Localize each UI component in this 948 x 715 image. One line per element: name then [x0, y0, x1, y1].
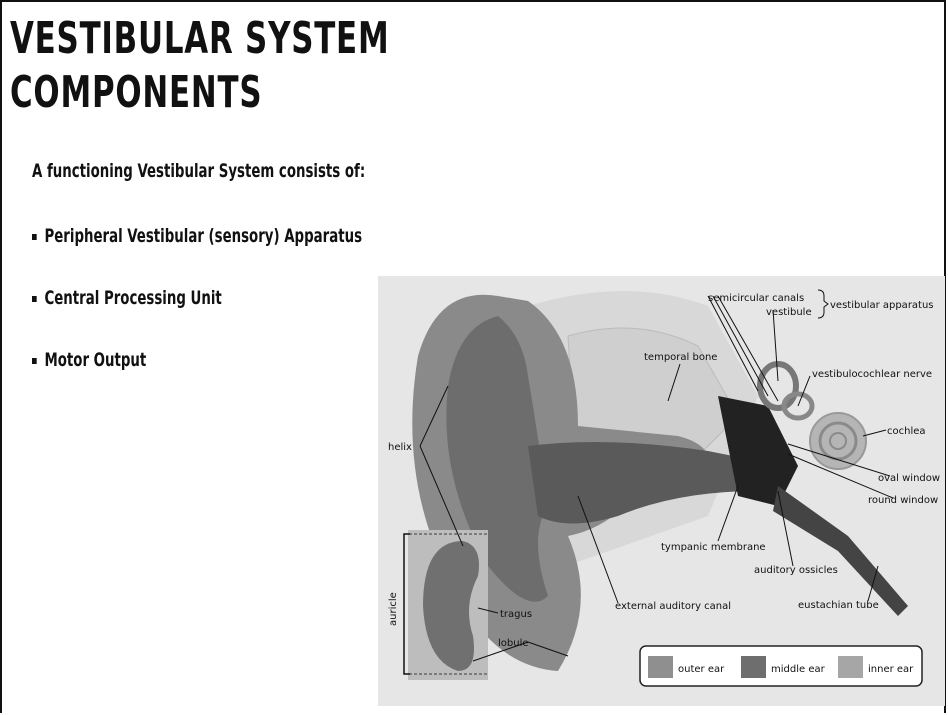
bullet-item: Central Processing Unit	[32, 287, 362, 349]
slide-title: VESTIBULAR SYSTEM COMPONENTS	[10, 12, 478, 120]
label-external-auditory-canal: external auditory canal	[615, 601, 731, 612]
legend-swatch-middle-ear	[741, 656, 766, 678]
label-vestibulocochlear-nerve: vestibulocochlear nerve	[812, 369, 932, 380]
bullet-item: Motor Output	[32, 349, 362, 411]
label-lobule: lobule	[498, 638, 529, 649]
label-cochlea: cochlea	[887, 426, 926, 437]
label-helix: helix	[388, 442, 412, 453]
label-temporal-bone: temporal bone	[644, 352, 717, 363]
label-auricle: auricle	[388, 592, 399, 626]
label-eustachian-tube: eustachian tube	[798, 600, 879, 611]
legend-label-inner-ear: inner ear	[868, 664, 914, 675]
legend-swatch-outer-ear	[648, 656, 673, 678]
bullet-icon	[32, 296, 37, 302]
legend-swatch-inner-ear	[838, 656, 863, 678]
label-tragus: tragus	[500, 609, 532, 620]
ear-anatomy-figure: semicircular canals vestibule vestibular…	[378, 276, 945, 706]
figure-legend: outer ear middle ear inner ear	[640, 646, 922, 686]
ear-diagram: semicircular canals vestibule vestibular…	[378, 276, 945, 706]
legend-label-outer-ear: outer ear	[678, 664, 725, 675]
label-semicircular-canals: semicircular canals	[708, 293, 804, 304]
label-tympanic-membrane: tympanic membrane	[661, 542, 766, 553]
label-round-window: round window	[868, 495, 938, 506]
bullet-icon	[32, 234, 37, 240]
label-auditory-ossicles: auditory ossicles	[754, 565, 838, 576]
bullet-icon	[32, 358, 37, 364]
cochlea-shape	[810, 413, 866, 469]
label-vestibule: vestibule	[766, 307, 812, 318]
title-line-1: VESTIBULAR SYSTEM	[10, 12, 478, 66]
vestibular-brace	[818, 290, 828, 318]
legend-label-middle-ear: middle ear	[771, 664, 826, 675]
title-line-2: COMPONENTS	[10, 66, 478, 120]
intro-text: A functioning Vestibular System consists…	[32, 160, 365, 182]
bullet-item: Peripheral Vestibular (sensory) Apparatu…	[32, 225, 362, 287]
semicircular-canal-shape	[760, 364, 796, 408]
label-vestibular-apparatus: vestibular apparatus	[830, 300, 934, 311]
label-oval-window: oval window	[878, 473, 940, 484]
